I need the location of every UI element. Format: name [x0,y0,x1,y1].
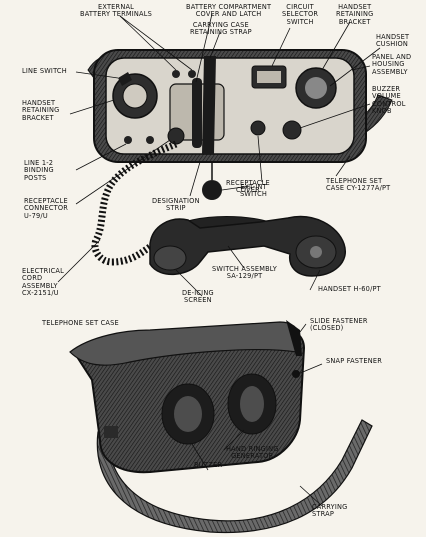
electrical-cord [91,140,178,266]
buzzer-volume-control-knob[interactable] [282,120,302,140]
line-switch[interactable] [118,72,132,86]
battery-terminal-1 [172,70,180,78]
label-carrying-strap: CARRYING STRAP [312,503,348,519]
label-hand-ringing-generator: HAND RINGING GENERATOR [226,445,279,461]
label-receptacle-connector: RECEPTACLE CONNECTOR U-79/U [24,197,69,220]
receptacle-cover [202,180,222,200]
label-switch-assembly: SWITCH ASSEMBLY SA-129/PT [212,265,278,281]
label-telephone-set-case: TELEPHONE SET CASE [42,319,119,327]
label-line-binding-posts: LINE 1-2 BINDING POSTS [24,159,54,182]
battery-latch[interactable] [192,78,202,148]
handset-cushion [305,77,327,99]
line-binding-post-2 [146,136,154,144]
label-telephone-set-case-cy: TELEPHONE SET CASE CY-1277A/PT [326,177,391,193]
bracket-inner [122,83,148,109]
label-battery-compartment-cover: BATTERY COMPARTMENT COVER AND LATCH [186,3,272,19]
snap-fastener[interactable] [292,370,300,378]
label-designation-strip: DESIGNATION STRIP [152,197,200,213]
strap-buckle [104,426,118,438]
telephone-set-top [87,49,393,277]
label-carrying-case-retaining-strap: CARRYING CASE RETAINING STRAP [190,21,252,37]
leader-lines [57,13,381,507]
label-panel-and-housing-assembly: PANEL AND HOUSING ASSEMBLY [372,53,412,76]
carrying-case-retaining-strap [202,56,216,154]
slide-fastener[interactable] [286,320,302,356]
label-handset-retaining-bracket-right: HANDSET RETAINING BRACKET [336,3,374,26]
label-ext-int-switch: EXT-INT SWITCH [240,183,268,199]
label-handset-retaining-bracket-left: HANDSET RETAINING BRACKET [22,99,60,122]
carrying-strap [96,419,373,534]
label-slide-fastener: SLIDE FASTENER (CLOSED) [310,317,368,333]
telephone-set-case-bottom [69,320,373,534]
receptacle-connector [167,127,185,145]
label-buzzer: BUZZER [194,461,223,469]
label-handset: HANDSET H-60/PT [318,285,381,293]
circuit-selector-window [257,71,281,83]
label-handset-cushion: HANDSET CUSHION [376,33,410,49]
de-icing-screen [153,245,187,271]
label-snap-fastener: SNAP FASTENER [326,357,383,365]
label-circuit-selector-switch: CIRCUIT SELECTOR SWITCH [282,3,319,26]
label-electrical-cord-assembly: ELECTRICAL CORD ASSEMBLY CX-2151/U [22,267,64,298]
label-buzzer-volume-control-knob: BUZZER VOLUME CONTROL KNOB [372,85,406,116]
label-receptacle-cover: RECEPTACLE COVER [226,179,270,195]
battery-terminal-2 [188,70,196,78]
label-external-battery-terminals: EXTERNAL BATTERY TERMINALS [80,3,153,19]
label-line-switch: LINE SWITCH [22,67,67,75]
line-binding-post-1 [124,136,132,144]
ext-int-switch[interactable] [250,120,266,136]
label-de-icing-screen: DE-ICING SCREEN [182,289,214,305]
handset [149,215,346,277]
